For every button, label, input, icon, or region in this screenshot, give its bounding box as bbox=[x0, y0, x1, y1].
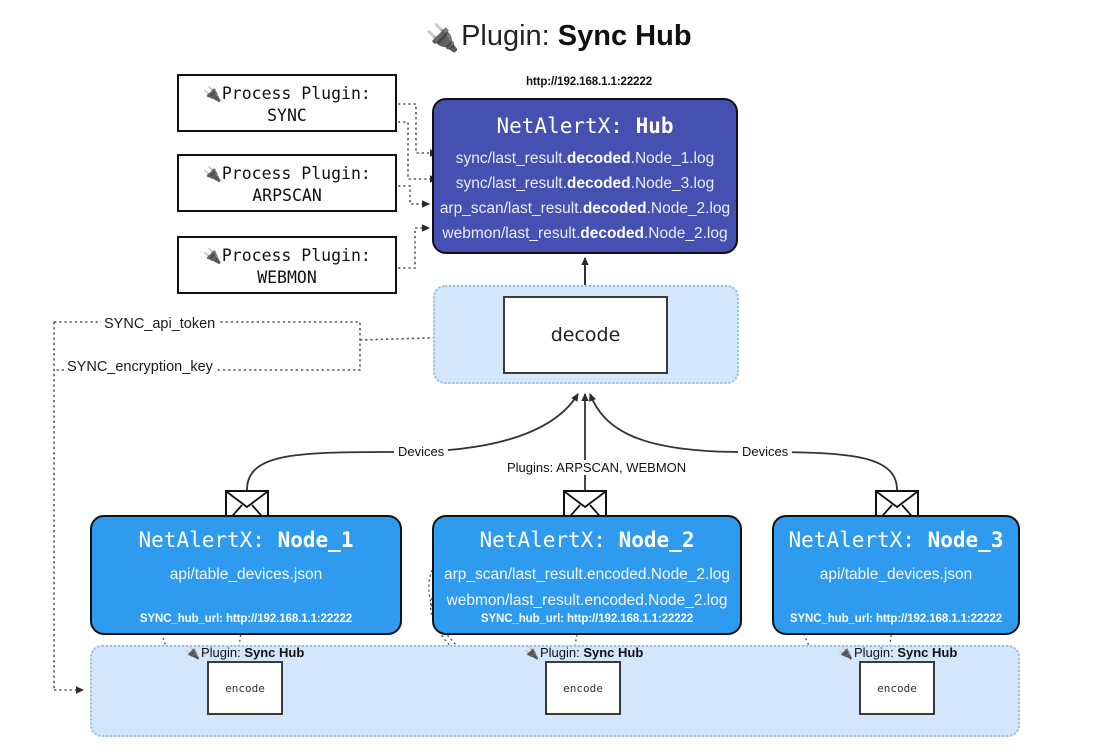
encode-box-node-2[interactable]: encode bbox=[545, 661, 621, 715]
page-title-prefix: Plugin: bbox=[461, 20, 550, 52]
hub-log-row: webmon/last_result.decoded.Node_2.log bbox=[442, 225, 728, 242]
node-2-hub-url: SYNC_hub_url: http://192.168.1.1:22222 bbox=[480, 613, 694, 625]
node-1-lines: api/table_devices.json bbox=[92, 562, 400, 588]
process-plugin-arpscan-box[interactable]: 🔌Process Plugin: ARPSCAN bbox=[177, 154, 397, 212]
node-3-title: NetAlertX: Node_3 bbox=[788, 528, 1004, 552]
edge-label-devices-left: Devices bbox=[394, 444, 449, 459]
sync-encryption-key-label: SYNC_encryption_key bbox=[64, 359, 216, 375]
node-card-node-1[interactable]: NetAlertX: Node_1 api/table_devices.json… bbox=[90, 515, 402, 635]
hub-log-row: sync/last_result.decoded.Node_3.log bbox=[455, 175, 715, 192]
plug-icon: 🔌 bbox=[524, 646, 539, 660]
sync-api-token-label: SYNC_api_token bbox=[101, 316, 219, 332]
process-plugin-arpscan-line1: 🔌Process Plugin: bbox=[203, 164, 371, 183]
process-plugin-webmon-line2: WEBMON bbox=[257, 268, 317, 287]
plug-icon: 🔌 bbox=[203, 85, 222, 103]
node-3-hub-url: SYNC_hub_url: http://192.168.1.1:22222 bbox=[789, 613, 1003, 625]
node-2-lines: arp_scan/last_result.encoded.Node_2.log … bbox=[434, 562, 740, 614]
process-plugin-sync-line1: 🔌Process Plugin: bbox=[203, 84, 371, 103]
plugin-label-node-2: 🔌Plugin: Sync Hub bbox=[524, 645, 644, 660]
plug-icon: 🔌 bbox=[425, 23, 460, 53]
encode-box-node-3[interactable]: encode bbox=[859, 661, 935, 715]
process-plugin-webmon-box[interactable]: 🔌Process Plugin: WEBMON bbox=[177, 236, 397, 294]
node-2-line: webmon/last_result.encoded.Node_2.log bbox=[446, 592, 728, 609]
node-1-line: api/table_devices.json bbox=[169, 566, 323, 583]
hub-log-row: arp_scan/last_result.decoded.Node_2.log bbox=[439, 200, 731, 217]
node-1-hub-url: SYNC_hub_url: http://192.168.1.1:22222 bbox=[139, 613, 353, 625]
plugin-label-node-3: 🔌Plugin: Sync Hub bbox=[838, 645, 958, 660]
node-2-title: NetAlertX: Node_2 bbox=[479, 528, 695, 552]
plugin-label-node-1: 🔌Plugin: Sync Hub bbox=[185, 645, 305, 660]
node-3-lines: api/table_devices.json bbox=[774, 562, 1018, 588]
hub-log-row: sync/last_result.decoded.Node_1.log bbox=[455, 150, 715, 167]
encode-box-node-1[interactable]: encode bbox=[207, 661, 283, 715]
plug-icon: 🔌 bbox=[203, 165, 222, 183]
hub-title-prefix: NetAlertX: bbox=[496, 114, 623, 138]
node-3-line: api/table_devices.json bbox=[819, 566, 973, 583]
page-title: 🔌Plugin: Sync Hub bbox=[0, 14, 1117, 60]
process-plugin-sync-box[interactable]: 🔌Process Plugin: SYNC bbox=[177, 74, 397, 132]
edge-label-plugins-middle: Plugins: ARPSCAN, WEBMON bbox=[503, 460, 691, 475]
hub-title-name: Hub bbox=[635, 114, 674, 138]
hub-url-label: http://192.168.1.1:22222 bbox=[525, 76, 653, 88]
plug-icon: 🔌 bbox=[838, 646, 853, 660]
hub-log-list: sync/last_result.decoded.Node_1.log sync… bbox=[434, 146, 736, 246]
plug-icon: 🔌 bbox=[185, 646, 200, 660]
node-1-title: NetAlertX: Node_1 bbox=[138, 528, 354, 552]
hub-card[interactable]: NetAlertX: Hub sync/last_result.decoded.… bbox=[432, 98, 738, 254]
process-plugin-webmon-line1: 🔌Process Plugin: bbox=[203, 246, 371, 265]
decode-box[interactable]: decode bbox=[503, 296, 668, 374]
process-plugin-arpscan-line2: ARPSCAN bbox=[252, 186, 322, 205]
edge-label-devices-right: Devices bbox=[738, 444, 793, 459]
process-plugin-sync-line2: SYNC bbox=[267, 106, 307, 125]
node-card-node-3[interactable]: NetAlertX: Node_3 api/table_devices.json… bbox=[772, 515, 1020, 635]
page-title-name: Sync Hub bbox=[557, 20, 692, 52]
node-card-node-2[interactable]: NetAlertX: Node_2 arp_scan/last_result.e… bbox=[432, 515, 742, 635]
hub-title: NetAlertX: Hub bbox=[434, 114, 736, 138]
node-2-line: arp_scan/last_result.encoded.Node_2.log bbox=[443, 566, 731, 583]
plug-icon: 🔌 bbox=[203, 247, 222, 265]
